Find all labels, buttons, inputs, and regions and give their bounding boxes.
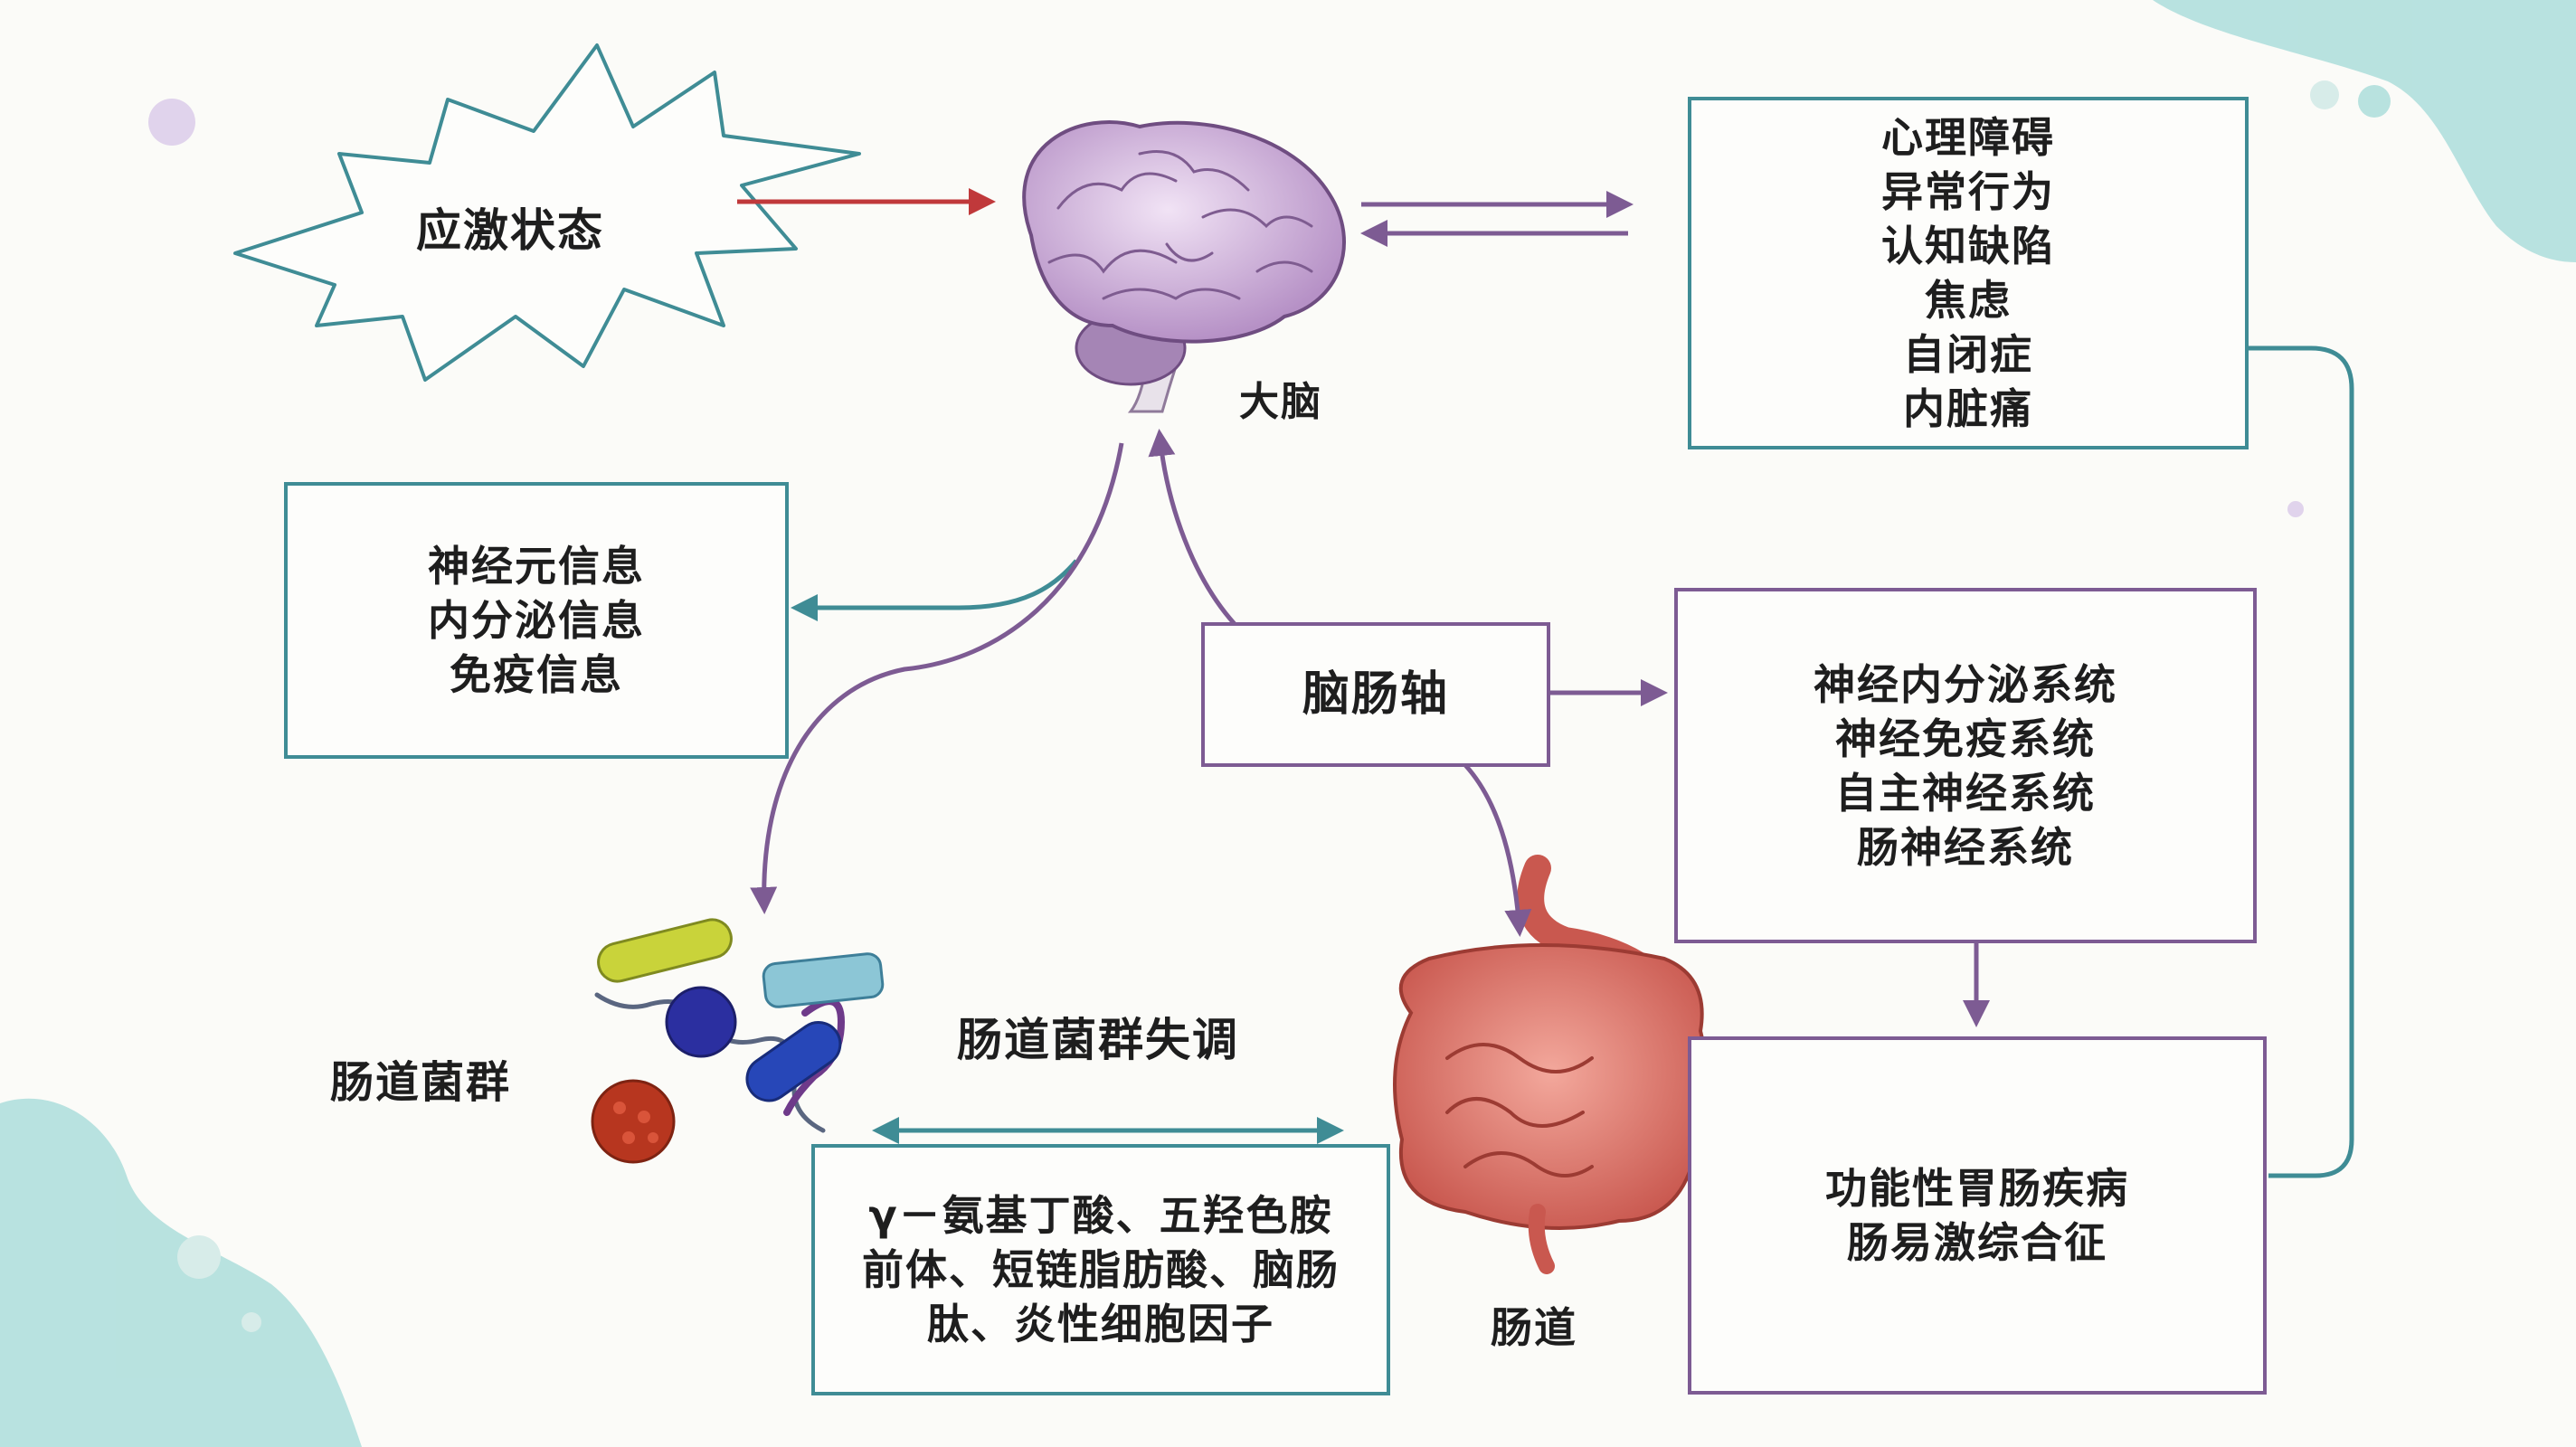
metabolite-line-2: 前体、短链脂肪酸、脑肠 bbox=[862, 1245, 1340, 1294]
dysbiosis-label: 肠道菌群失调 bbox=[957, 1014, 1239, 1066]
system-4: 肠神经系统 bbox=[1857, 822, 2074, 872]
outcome-4: 焦虑 bbox=[1925, 276, 2012, 325]
metabolites-box: γ－氨基丁酸、五羟色胺 前体、短链脂肪酸、脑肠 肽、炎性细胞因子 bbox=[811, 1144, 1390, 1395]
outcome-1: 心理障碍 bbox=[1881, 113, 2055, 162]
arrow-brain-to-microbiota bbox=[750, 442, 1124, 914]
system-2: 神经免疫系统 bbox=[1835, 714, 2096, 763]
outcome-2: 异常行为 bbox=[1881, 167, 2055, 216]
metabolite-line-1: γ－氨基丁酸、五羟色胺 bbox=[868, 1191, 1333, 1240]
outcome-6: 内脏痛 bbox=[1903, 384, 2033, 433]
stress-label: 应激状态 bbox=[416, 204, 604, 257]
intestine-illustration bbox=[1393, 855, 1709, 1274]
axis-label: 脑肠轴 bbox=[1302, 667, 1449, 722]
system-1: 神经内分泌系统 bbox=[1814, 659, 2117, 709]
outcome-3: 认知缺陷 bbox=[1881, 222, 2055, 270]
outcome-5: 自闭症 bbox=[1903, 330, 2033, 379]
signals-box: 神经元信息 内分泌信息 免疫信息 bbox=[284, 482, 789, 759]
burst-shape bbox=[233, 43, 861, 382]
arrow-axis-to-gut bbox=[1463, 763, 1532, 937]
system-3: 自主神经系统 bbox=[1835, 768, 2096, 818]
line-diseases-to-outcomes bbox=[2248, 345, 2354, 1178]
metabolite-line-3: 肽、炎性细胞因子 bbox=[927, 1300, 1274, 1348]
disease-1: 功能性胃肠疾病 bbox=[1825, 1164, 2129, 1213]
signal-1: 神经元信息 bbox=[428, 542, 645, 591]
signal-2: 内分泌信息 bbox=[428, 596, 645, 645]
arrow-brain-to-signals bbox=[791, 559, 1078, 621]
brain-outcomes-box: 心理障碍 异常行为 认知缺陷 焦虑 自闭症 内脏痛 bbox=[1688, 97, 2249, 449]
signal-3: 免疫信息 bbox=[450, 650, 623, 699]
brain-gut-axis-box: 脑肠轴 bbox=[1201, 622, 1550, 767]
arrow-axis-to-brain bbox=[1148, 429, 1236, 626]
systems-box: 神经内分泌系统 神经免疫系统 自主神经系统 肠神经系统 bbox=[1674, 588, 2257, 943]
microbiota-label: 肠道菌群 bbox=[330, 1057, 512, 1108]
connectors bbox=[737, 188, 2354, 1178]
disease-2: 肠易激综合征 bbox=[1847, 1218, 2107, 1267]
bacteria-cluster bbox=[591, 918, 885, 1164]
gut-label: 肠道 bbox=[1491, 1303, 1577, 1352]
brain-label: 大脑 bbox=[1239, 379, 1322, 425]
brain-illustration bbox=[1022, 120, 1346, 413]
diseases-box: 功能性胃肠疾病 肠易激综合征 bbox=[1688, 1036, 2267, 1395]
